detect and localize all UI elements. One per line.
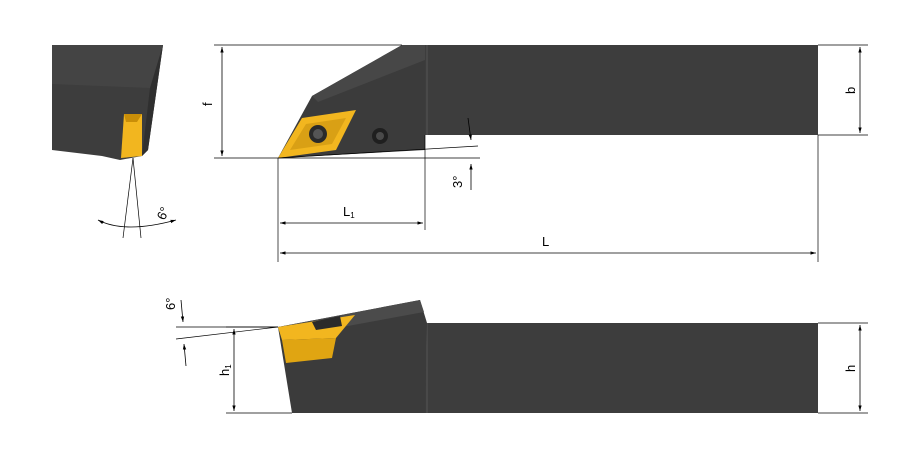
end-view-side-face — [142, 45, 163, 156]
end-view-insert — [121, 114, 142, 158]
end-view: 6° — [52, 45, 177, 239]
b-label: b — [843, 87, 858, 94]
top-view: f b 3° L1 L — [200, 44, 868, 262]
top-view-head-bevel — [312, 45, 425, 102]
L-label: L — [542, 234, 549, 249]
angle-6-side-label: 6° — [154, 205, 173, 223]
f-label: f — [200, 102, 215, 106]
side-view-shank — [425, 323, 818, 413]
h1-label: h1 — [217, 364, 233, 376]
side-view-insert-face — [282, 338, 336, 363]
side-view: 6° h1 h — [163, 298, 868, 414]
h-label: h — [843, 365, 858, 372]
side-view-clamp — [312, 316, 342, 330]
angle-3-label: 3° — [450, 176, 465, 188]
end-view-insert-shade — [124, 114, 142, 122]
L1-label: L1 — [343, 204, 355, 220]
top-view-shank — [425, 45, 818, 135]
end-view-top-face — [52, 45, 163, 88]
angle-6-front-label: 6° — [163, 298, 178, 310]
